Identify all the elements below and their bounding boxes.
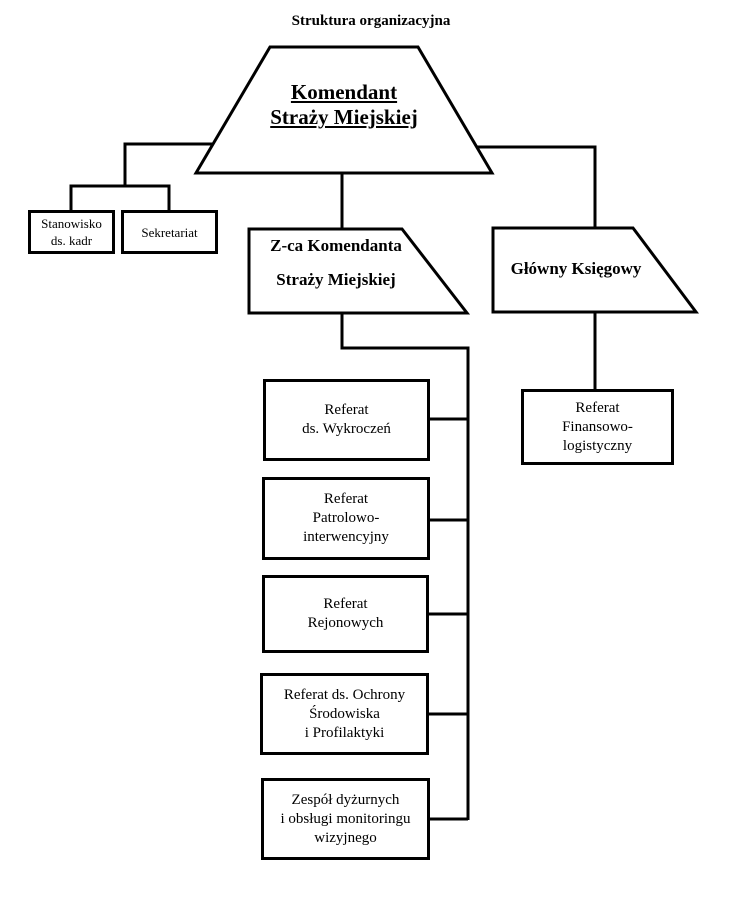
referat-line1: Referat ds. Ochrony <box>283 686 406 703</box>
connector-bus <box>340 313 470 820</box>
stanowisko-line1: Stanowisko <box>41 216 102 231</box>
finansowo-line3: logistyczny <box>562 437 633 454</box>
node-zespol-dyzurnych: Zespół dyżurnych i obsługi monitoringu w… <box>261 778 430 860</box>
referat-line1: Referat <box>323 596 368 612</box>
node-sekretariat: Sekretariat <box>121 210 218 254</box>
connector-staff-split <box>69 184 171 211</box>
referat-line1: Referat <box>323 491 369 507</box>
node-glowny-ksiegowy: Główny Księgowy <box>500 257 652 281</box>
zastepca-line1: Z-ca Komendanta <box>270 236 402 255</box>
node-referat-ochrony: Referat ds. Ochrony Środowiska i Profila… <box>260 673 429 755</box>
connector-glowny <box>477 145 597 228</box>
stanowisko-line2: ds. kadr <box>50 233 93 248</box>
referat-line2: Środowiska <box>309 705 380 722</box>
referat-line1: Zespół dyżurnych <box>291 791 400 808</box>
node-referat-wykroczen: Referat ds. Wykroczeń <box>263 379 430 461</box>
referat-line1: Referat <box>324 402 369 418</box>
connector-staff <box>123 142 212 186</box>
finansowo-line2: Finansowo- <box>562 418 633 435</box>
glowny-shape <box>491 226 699 314</box>
page-title: Struktura organizacyjna <box>291 13 451 29</box>
zastepca-line2: Straży Miejskiej <box>276 270 396 289</box>
zastepca-shape <box>247 227 471 315</box>
referat-line3: interwencyjny <box>303 529 389 545</box>
referat-line2: ds. Wykroczeń <box>302 421 391 437</box>
referat-line2: Patrolowo- <box>312 510 380 526</box>
referat-line2: i obsługi monitoringu <box>280 810 411 827</box>
finansowo-line1: Referat <box>575 399 620 416</box>
node-komendant: Komendant Straży Miejskiej <box>230 78 458 132</box>
node-referat-finansowo: Referat Finansowo- logistyczny <box>521 389 674 465</box>
node-referat-patrolowo: Referat Patrolowo- interwencyjny <box>262 477 430 560</box>
referat-line3: wizyjnego <box>314 829 377 846</box>
node-zastepca: Z-ca Komendanta <box>256 234 416 258</box>
komendant-line2: Straży Miejskiej <box>270 105 418 129</box>
node-stanowisko-kadr: Stanowisko ds. kadr <box>28 210 115 254</box>
referat-line2: Rejonowych <box>307 615 384 631</box>
node-zastepca-line2: Straży Miejskiej <box>256 268 416 292</box>
komendant-line1: Komendant <box>290 80 398 104</box>
sekretariat-label: Sekretariat <box>141 224 198 240</box>
glowny-label: Główny Księgowy <box>510 259 642 278</box>
komendant-shape <box>193 45 495 175</box>
referat-line3: i Profilaktyki <box>304 724 385 741</box>
node-referat-rejonowych: Referat Rejonowych <box>262 575 429 653</box>
